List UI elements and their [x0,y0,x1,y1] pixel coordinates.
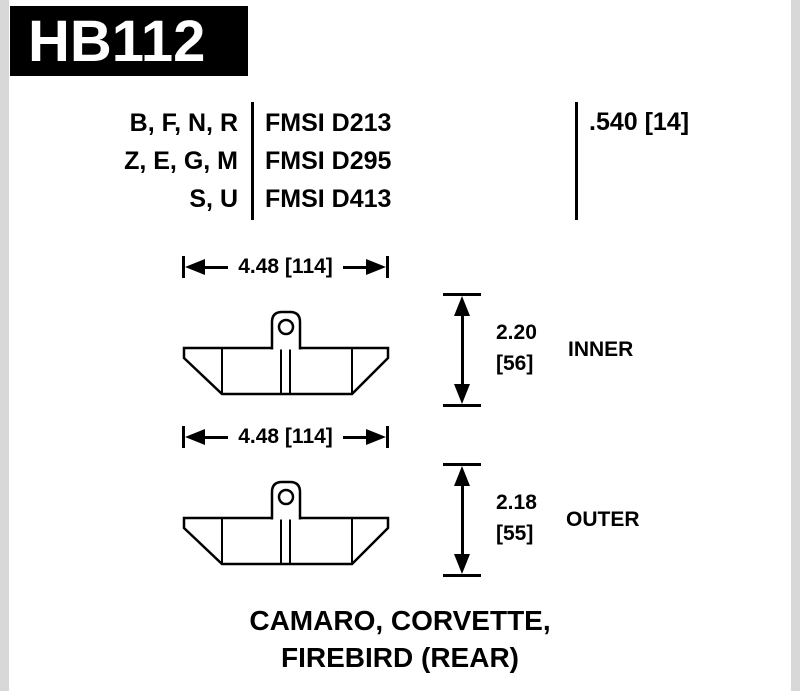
compound-codes-row: Z, E, G, M [124,147,238,175]
width-dimension-label-outer: 4.48 [114] [238,425,333,448]
arrow-down-icon [454,554,470,574]
fmsi-column: FMSI D213 FMSI D295 FMSI D413 [265,104,391,218]
page-edge-right [791,0,800,691]
pad-position-label-inner: INNER [568,338,634,361]
application-line1: CAMARO, CORVETTE, [249,605,551,636]
compound-codes-row: B, F, N, R [129,109,238,137]
pad-tab-hole [277,488,295,506]
dim-end-tick [443,574,481,577]
table-divider-1 [251,102,254,220]
dim-line [205,265,229,269]
arrow-right-icon [366,259,387,275]
height-dimension-outer [443,463,481,577]
dim-end-tick [182,256,185,278]
fmsi-row: FMSI D213 [265,109,392,137]
height-dimension-text-outer: 2.18 [55] [496,487,537,549]
page-edge-left [0,0,9,691]
height-inches: 2.20 [496,321,537,344]
pad-position-label-outer: OUTER [566,508,640,531]
dim-end-tick [443,463,481,466]
part-number: HB112 [28,8,206,74]
pad-tab-hole [277,318,295,336]
brake-pad-drawing-outer [182,480,390,566]
height-mm: [56] [496,352,534,375]
part-number-box: HB112 [10,6,248,76]
application-text: CAMARO, CORVETTE, FIREBIRD (REAR) [0,602,800,676]
height-dimension-inner [443,293,481,407]
arrow-down-icon [454,384,470,404]
pad-body [182,516,390,566]
arrow-left-icon [185,259,205,275]
height-mm: [55] [496,522,534,545]
pad-body [182,346,390,396]
height-dimension-text-inner: 2.20 [56] [496,317,537,379]
dim-line [460,316,464,384]
dim-line [342,265,367,269]
width-dimension-label-inner: 4.48 [114] [238,255,333,278]
arrow-up-icon [454,296,470,316]
dim-end-tick [386,256,390,278]
brake-pad-drawing-inner [182,310,390,396]
compound-codes-column: B, F, N, R Z, E, G, M S, U [60,104,238,218]
arrow-right-icon [366,429,387,445]
arrow-up-icon [454,466,470,486]
dim-end-tick [386,426,390,448]
fmsi-row: FMSI D413 [265,185,392,213]
fmsi-row: FMSI D295 [265,147,392,175]
height-inches: 2.18 [496,491,537,514]
application-line2: FIREBIRD (REAR) [281,642,519,673]
compound-codes-row: S, U [189,185,238,213]
dim-end-tick [182,426,185,448]
dim-end-tick [443,404,481,407]
width-dimension-outer: 4.48 [114] [182,422,390,452]
table-divider-2 [575,102,578,220]
pad-thickness-value: .540 [14] [589,108,690,136]
arrow-left-icon [185,429,205,445]
dim-line [460,486,464,554]
dim-line [342,435,367,439]
width-dimension-inner: 4.48 [114] [182,252,390,282]
dim-line [205,435,229,439]
dim-end-tick [443,293,481,296]
